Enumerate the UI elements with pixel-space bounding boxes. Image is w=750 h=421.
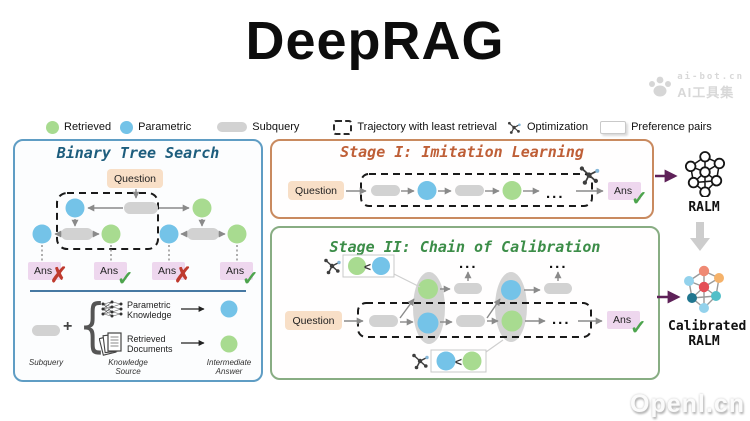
preference-pair-icon (600, 120, 627, 134)
stage2-ellipsis-top2: ... (549, 255, 568, 272)
plus-sign: + (63, 318, 73, 335)
check-mark-icon: ✓ (242, 268, 259, 290)
binary-ans-box-2: Ans (94, 262, 127, 280)
legend-item-optimization: Optimization (506, 119, 588, 136)
legend-item-retrieved: Retrieved (46, 120, 112, 134)
retrieved-dot-icon (46, 120, 59, 134)
check-mark-icon: ✓ (630, 317, 647, 339)
watermark-top: ai-bot.cn AI工具集 (647, 72, 744, 101)
legend: Retrieved Parametric Subquery Trajectory… (46, 117, 712, 137)
watermark-url: ai-bot.cn (677, 72, 744, 82)
parametric-knowledge-label: Parametric Knowledge (127, 300, 172, 320)
ralm-label: RALM (688, 200, 720, 215)
cross-mark-icon: ✗ (50, 264, 68, 287)
legend-label: Preference pairs (631, 121, 712, 133)
watermark-brand: AI工具集 (677, 85, 735, 100)
stage2-ellipsis-top1: ... (459, 255, 478, 272)
preference-lt-sign: < (364, 260, 372, 274)
parametric-dot-icon (120, 120, 134, 134)
preference-lt-sign: < (455, 355, 463, 369)
legend-label: Retrieved (64, 121, 112, 133)
binary-ans-box-4: Ans (220, 262, 253, 280)
legend-item-parametric: Parametric (120, 120, 192, 134)
binary-question-box: Question (107, 169, 163, 188)
retrieved-documents-label: Retrieved Documents (127, 334, 173, 354)
legend-label: Trajectory with least retrieval (357, 121, 497, 133)
ralm-down-arrow-icon (690, 222, 710, 251)
subquery-caption: Subquery (28, 358, 64, 367)
stage2-panel-title: Stage II: Chain of Calibration (329, 238, 601, 256)
binary-ans-box-3: Ans (152, 262, 185, 280)
page-title: DeepRAG (245, 11, 505, 71)
optimization-icon (507, 120, 522, 135)
legend-item-subquery: Subquery (217, 121, 299, 133)
stage1-question-box: Question (288, 181, 344, 200)
paw-icon (649, 76, 672, 96)
check-mark-icon: ✓ (631, 188, 648, 210)
legend-item-trajectory: Trajectory with least retrieval (333, 119, 497, 135)
trajectory-box-icon (333, 119, 353, 135)
stage1-panel-title: Stage I: Imitation Learning (340, 143, 584, 161)
calibrated-ralm-network-icon (683, 265, 725, 314)
binary-ans-box-1: Ans (28, 262, 61, 280)
legend-label: Optimization (526, 121, 589, 133)
legend-item-preference: Preference pairs (600, 120, 712, 134)
knowledge-source-caption: Knowledge Source (108, 358, 148, 376)
legend-label: Subquery (252, 121, 300, 133)
stage1-ellipsis: ... (546, 185, 565, 202)
subquery-pill-icon (217, 122, 248, 132)
ralm-network-icon (684, 151, 726, 197)
stage2-ans-box: Ans (607, 311, 640, 329)
watermark-bottom: Openl.cn (630, 390, 745, 418)
calibrated-ralm-label: Calibrated RALM (668, 319, 747, 349)
stage1-ans-box: Ans (608, 182, 641, 200)
binary-panel-title: Binary Tree Search (56, 144, 220, 162)
stage2-ellipsis-main: ... (552, 311, 571, 328)
stage2-question-box: Question (285, 311, 342, 330)
curly-brace: { (78, 291, 107, 359)
cross-mark-icon: ✗ (174, 264, 192, 287)
legend-label: Parametric (138, 121, 192, 133)
intermediate-answer-caption: Intermediate Answer (206, 358, 252, 376)
check-mark-icon: ✓ (117, 268, 134, 290)
watermark-top-text: ai-bot.cn AI工具集 (677, 72, 744, 101)
